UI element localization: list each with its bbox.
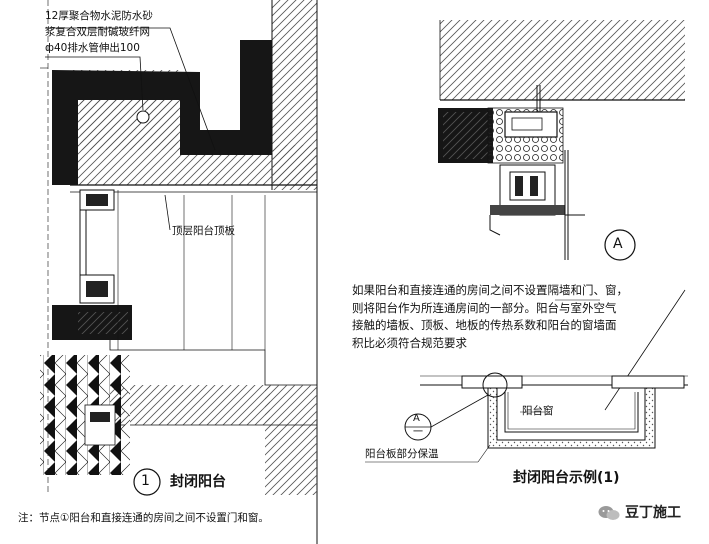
callout-waterproof-line2: 浆复合双层耐碱玻纤网: [45, 26, 150, 38]
note-leader-line: [604, 289, 686, 411]
label-slab-insulation: 阳台板部分保温: [365, 448, 439, 460]
leader-line-roof: [164, 194, 171, 231]
right-slab-hatch: [440, 20, 685, 100]
lower-slab-hatch: [110, 385, 270, 425]
left-caption: 封闭阳台: [170, 474, 226, 490]
detail-marker-1-label: 1: [141, 473, 150, 489]
section-marker-a-bottom: 一: [413, 427, 423, 438]
brand-watermark: 豆丁施工: [598, 505, 681, 522]
insulated-slab: [487, 387, 656, 449]
detail-marker-a-label: A: [613, 236, 623, 252]
note-line-1: 如果阳台和直接连通的房间之间不设置隔墙和门、窗，: [352, 283, 628, 297]
wall-stub-left: [461, 375, 523, 389]
right-caption: 封闭阳台示例(1): [513, 470, 620, 486]
section-marker-a-top: A: [413, 413, 420, 424]
callout-drain-pipe: ф40排水管伸出100: [45, 42, 140, 54]
balcony-plan: [365, 372, 688, 463]
leader-line-waterproof: [45, 27, 216, 151]
drain-pipe-circle: [136, 110, 150, 124]
label-balcony-window: 阳台窗: [522, 405, 554, 417]
callout-waterproof-line1: 12厚聚合物水泥防水砂: [45, 10, 153, 22]
footer-note: 注：节点①阳台和直接连通的房间之间不设置门和窗。: [18, 512, 269, 524]
wall-stub-right: [611, 375, 685, 389]
note-line-3: 接触的墙板、顶板、地板的传热系数和阳台的窗墙面: [352, 318, 617, 332]
wechat-icon: [598, 506, 620, 521]
leader-line-drain: [45, 56, 144, 111]
note-line-4: 积比必须符合规范要求: [352, 335, 467, 350]
waterproof-layer: [52, 40, 272, 185]
balcony-note: 如果阳台和直接连通的房间之间不设置隔墙和门、窗， 则将阳台作为所连通房间的一部分…: [352, 282, 697, 352]
detail-marker-a: [604, 229, 636, 261]
right-section-detail: [438, 20, 686, 411]
balcony-window-line: [504, 392, 639, 433]
brand-name: 豆丁施工: [625, 505, 681, 521]
lower-wall-hatch: [265, 385, 317, 495]
callout-roof-slab: 顶层阳台顶板: [172, 225, 235, 237]
left-section-detail: [40, 0, 318, 544]
detail-highlight-circle: [482, 372, 508, 398]
note-line-2: 则将阳台作为所连通房间的一部分。阳台与室外空气: [352, 300, 617, 315]
detail-marker-1: [133, 468, 161, 496]
